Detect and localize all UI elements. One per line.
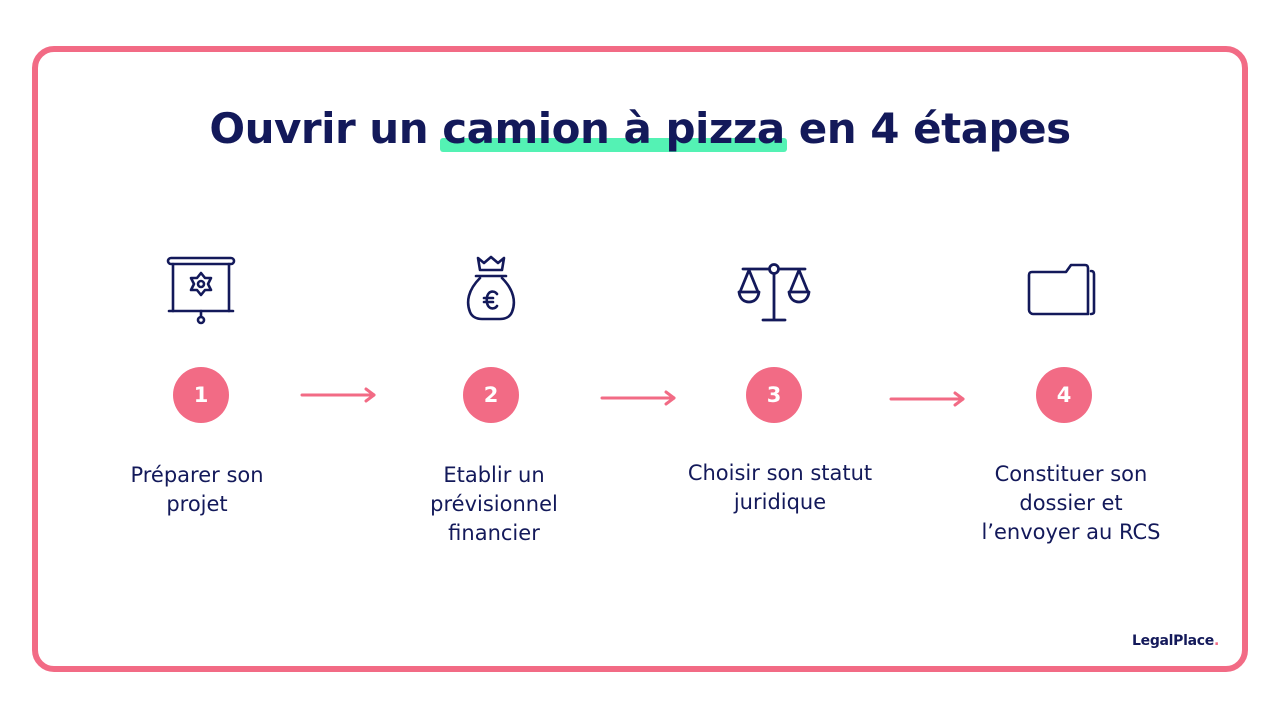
step-4-label: Constituer son dossier et l’envoyer au R…	[981, 462, 1161, 544]
scales-of-justice-icon	[737, 262, 811, 324]
presentation-board-gear-icon	[166, 256, 236, 328]
pink-frame	[32, 46, 1248, 672]
step-2-number: 2	[463, 367, 519, 423]
step-1-label: Préparer son projet	[130, 463, 264, 516]
title-prefix: Ouvrir un	[209, 104, 443, 153]
step-2-label: Etablir un prévisionnel financier	[430, 463, 558, 545]
step-3-number: 3	[746, 367, 802, 423]
title-highlight: camion à pizza	[440, 104, 788, 153]
money-bag-euro-icon	[464, 254, 518, 324]
arrow-right-icon	[889, 390, 967, 413]
arrow-right-icon	[300, 386, 378, 409]
legalplace-logo: LegalPlace.	[1132, 633, 1220, 649]
page-title: Ouvrir un camion à pizza en 4 étapes	[0, 104, 1280, 153]
step-1-number: 1	[173, 367, 229, 423]
step-4-number: 4	[1036, 367, 1092, 423]
step-3-label: Choisir son statut juridique	[687, 461, 873, 514]
title-suffix: en 4 étapes	[784, 104, 1071, 153]
folder-icon	[1027, 262, 1097, 318]
arrow-right-icon	[600, 389, 678, 412]
